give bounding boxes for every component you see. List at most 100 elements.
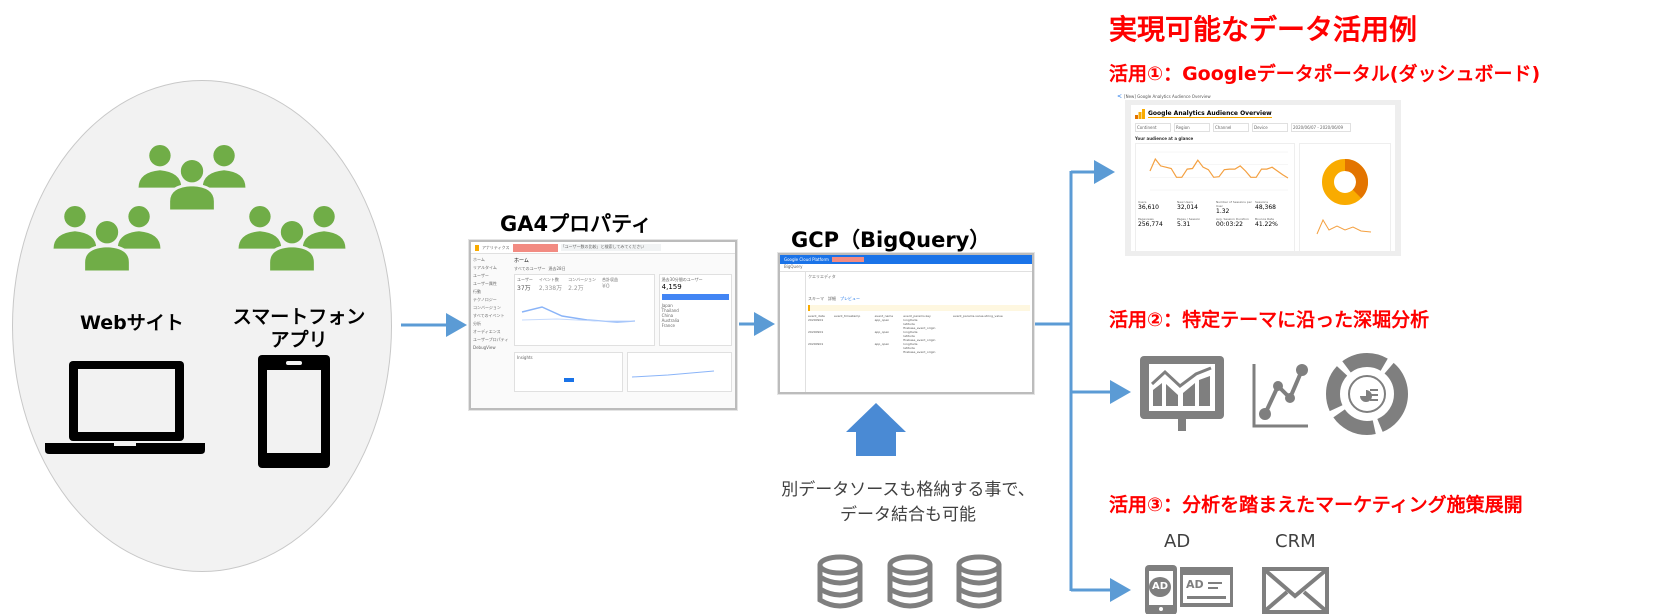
metric-value: 37万 — [517, 285, 531, 292]
ad-badge-bubble: AD — [1152, 581, 1169, 592]
report-title: Google Analytics Audience Overview — [1148, 110, 1272, 118]
kpi-label: Bounce Rate — [1255, 217, 1275, 221]
cell: firebase_event_origin — [903, 326, 936, 330]
tab-details[interactable]: 詳細 — [828, 296, 836, 301]
use-cases-heading: 実現可能なデータ活用例 — [1109, 13, 1418, 46]
tab-preview[interactable]: プレビュー — [840, 296, 860, 301]
insights-button[interactable] — [563, 378, 574, 382]
sidebar-item-demographics[interactable]: ユーザー属性 — [473, 281, 497, 286]
tab-schema[interactable]: スキーマ — [808, 296, 824, 301]
users-group-icon — [238, 204, 346, 272]
redacted-account — [512, 243, 558, 252]
data-portal-dashboard: < [New] Google Analytics Audience Overvi… — [1117, 92, 1401, 256]
kpi-label: New Users — [1177, 200, 1193, 204]
caption-line2: データ結合も可能 — [840, 505, 976, 525]
up-arrow-icon — [846, 403, 906, 456]
metric-label: イベント数 — [538, 277, 559, 282]
kpi-value: 36,610 — [1138, 204, 1159, 211]
cell: 20200901 — [808, 330, 824, 334]
kpi-value: 00:03:22 — [1216, 221, 1243, 228]
metric-value: 2,338万 — [538, 285, 563, 292]
donut-chart — [1322, 159, 1368, 205]
kpi-label: Sessions — [1255, 200, 1269, 204]
filter-region[interactable]: Region — [1174, 123, 1210, 132]
kpi-label: Number of Sessions per User — [1216, 200, 1252, 208]
sidebar-item-users[interactable]: ユーザー — [473, 273, 489, 278]
google-analytics-logo-icon — [1135, 109, 1145, 119]
bq-nav — [780, 272, 806, 392]
redacted-project — [831, 257, 864, 262]
column-header: event_name — [874, 314, 894, 318]
filter-device[interactable]: Device — [1252, 123, 1288, 132]
users-series-line — [1149, 157, 1289, 179]
sidebar-item-home[interactable]: ホーム — [473, 257, 485, 262]
cell: app_open — [874, 342, 890, 346]
ga4-title: GA4プロパティ — [500, 212, 652, 236]
device-donut-card — [1299, 143, 1391, 253]
realtime-label: 過去30分間のユーザー — [661, 277, 703, 282]
table-row: firebase_event_origin — [808, 338, 1030, 342]
website-label: Webサイト — [80, 312, 184, 334]
ad-badge-banner: AD — [1186, 578, 1204, 591]
sidebar-item-behavior[interactable]: 行動 — [473, 289, 481, 294]
filter-chip-date-range[interactable]: 過去28日 — [548, 266, 566, 271]
app-label-line1: スマートフォン — [232, 306, 366, 328]
dashboard-window-bar: < [New] Google Analytics Audience Overvi… — [1117, 92, 1401, 100]
section-label: Your audience at a glance — [1135, 136, 1194, 141]
filter-date-range[interactable]: 2020/06/07 - 2020/06/09 — [1291, 123, 1351, 132]
ga4-trend-chart — [521, 306, 636, 323]
sidebar-item-conversions[interactable]: コンバージョン — [473, 305, 501, 310]
ga4-page-title: ホーム — [514, 258, 529, 264]
ga4-topbar: アナリティクス 「ユーザー数の比較」と検索してみてください — [471, 242, 735, 254]
sidebar-item-user-properties[interactable]: ユーザープロパティ — [473, 337, 509, 342]
preview-table: event_date event_timestamp event_name ev… — [808, 314, 1030, 354]
column-header: event_params.key — [903, 314, 931, 318]
filter-channel[interactable]: Channel — [1213, 123, 1249, 132]
ga4-screenshot: アナリティクス 「ユーザー数の比較」と検索してみてください ホーム リアルタイム… — [469, 240, 737, 410]
filter-continent[interactable]: Continent — [1135, 123, 1171, 132]
users-line-chart — [1149, 151, 1289, 191]
report-header: Google Analytics Audience Overview — [1135, 109, 1391, 119]
table-header-row: event_date event_timestamp event_name ev… — [808, 314, 1030, 318]
sidebar-item-analysis[interactable]: 分析 — [473, 321, 481, 326]
column-header: event_timestamp — [834, 314, 861, 318]
sidebar-item-realtime[interactable]: リアルタイム — [473, 265, 497, 270]
sidebar-item-all-events[interactable]: すべてのイベント — [473, 313, 505, 318]
cell: 20200901 — [808, 342, 824, 346]
sidebar-item-audiences[interactable]: オーディエンス — [473, 329, 501, 334]
ga4-sidebar: ホーム リアルタイム ユーザー ユーザー属性 行動 テクノロジー コンバージョン… — [471, 254, 511, 395]
country-row: Japan — [661, 303, 673, 308]
gcp-header: Google Cloud Platform — [784, 257, 829, 262]
country-row: Thailand — [661, 308, 679, 313]
cell: longitude — [903, 330, 918, 334]
kpi-value: 256,774 — [1138, 221, 1163, 228]
cell: 20200901 — [808, 318, 824, 322]
kpi-value: 48,368 — [1255, 204, 1276, 211]
branch-connector — [1030, 160, 1131, 602]
ga4-insights-card: Insights — [514, 352, 623, 392]
realtime-bar-chart — [661, 294, 729, 300]
smartphone-icon — [258, 355, 330, 468]
warning-banner — [808, 305, 1030, 311]
column-header: event_date — [808, 314, 825, 318]
gcp-title: GCP（BigQuery） — [791, 228, 991, 252]
ga4-activity-card — [627, 352, 732, 392]
kpi-value: 5.31 — [1177, 221, 1191, 228]
ga4-realtime-card: 過去30分間のユーザー 4,159 Japan Thailand China A… — [658, 274, 732, 346]
cell: firebase_event_origin — [903, 338, 936, 342]
database-icon — [956, 554, 1002, 609]
sidebar-item-technology[interactable]: テクノロジー — [473, 297, 497, 302]
country-row: France — [661, 323, 675, 328]
metric-value: 2.2万 — [568, 285, 584, 292]
kpi-value: 41.22% — [1255, 221, 1278, 228]
ga4-search-input[interactable]: 「ユーザー数の比較」と検索してみてください — [560, 244, 661, 251]
filter-chip-all-users[interactable]: すべてのユーザー — [514, 266, 546, 271]
sidebar-item-debugview[interactable]: DebugView — [473, 345, 496, 350]
kpi-label: Avg. Session Duration — [1216, 217, 1249, 221]
